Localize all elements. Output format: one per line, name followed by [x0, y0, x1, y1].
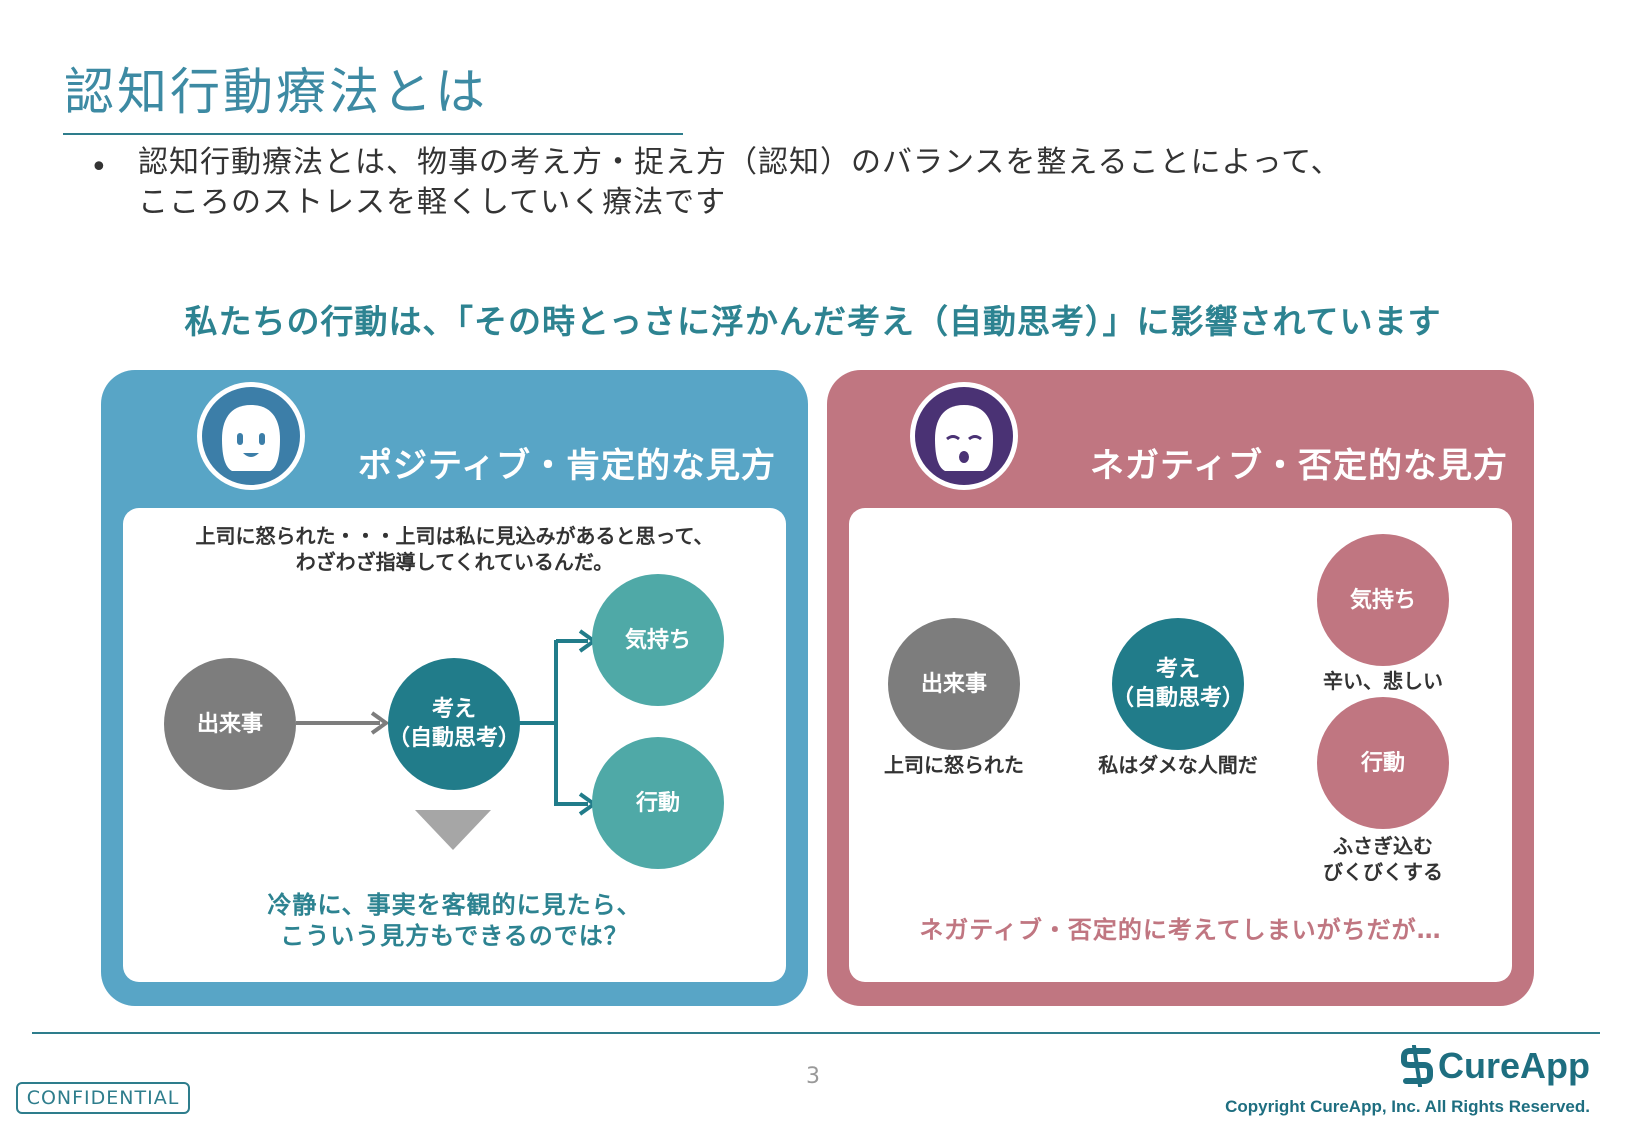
positive-thought-line-1: 考え — [431, 697, 476, 722]
footer-divider — [32, 1032, 1600, 1034]
positive-feeling-label: 気持ち — [624, 627, 691, 653]
bullet-line-2: こころのストレスを軽くしていく療法です — [138, 185, 727, 220]
positive-example-line-1: 上司に怒られた・・・上司は私に見込みがあると思って、 — [195, 524, 714, 548]
positive-example: 上司に怒られた・・・上司は私に見込みがあると思って、 わざわざ指導してくれている… — [123, 523, 786, 575]
negative-title: ネガティブ・否定的な見方 — [1090, 446, 1508, 486]
positive-thought-circle: 考え （自動思考） — [388, 658, 520, 790]
bullet-marker: • — [90, 150, 108, 185]
copyright-text: Copyright CureApp, Inc. All Rights Reser… — [1225, 1097, 1590, 1116]
negative-event-label: 出来事 — [920, 671, 987, 697]
company-logo: CureApp — [1400, 1045, 1590, 1087]
negative-feeling-label: 気持ち — [1349, 587, 1416, 613]
negative-action-caption: ふさぎ込む びくびくする — [1283, 833, 1483, 885]
positive-event-label: 出来事 — [196, 711, 263, 737]
negative-feeling-caption: 辛い、悲しい — [1323, 669, 1443, 693]
slide-title: 認知行動療法とは — [64, 63, 488, 121]
negative-action-caption-line-1: ふさぎ込む — [1333, 834, 1433, 858]
happy-face-icon — [197, 382, 305, 490]
headline: 私たちの行動は、「その時とっさに浮かんだ考え（自動思考）」に影響されています — [184, 302, 1442, 341]
positive-thought-line-2: （自動思考） — [388, 726, 521, 751]
positive-example-line-2: わざわざ指導してくれているんだ。 — [295, 550, 614, 574]
negative-thought-line-1: 考え — [1155, 657, 1200, 682]
negative-thought-caption: 私はダメな人間だ — [1098, 753, 1258, 777]
bullet-line-1: 認知行動療法とは、物事の考え方・捉え方（認知）のバランスを整えることによって、 — [138, 145, 1342, 180]
negative-feeling-circle: 気持ち — [1317, 534, 1449, 666]
bullet-text: 認知行動療法とは、物事の考え方・捉え方（認知）のバランスを整えることによって、 … — [138, 143, 1342, 223]
title-underline — [63, 133, 683, 135]
negative-conclusion: ネガティブ・否定的に考えてしまいがちだが… — [919, 916, 1442, 944]
negative-action-circle: 行動 — [1317, 697, 1449, 829]
positive-event-circle: 出来事 — [164, 658, 296, 790]
positive-feeling-circle: 気持ち — [592, 574, 724, 706]
negative-event-caption: 上司に怒られた — [884, 753, 1024, 777]
negative-event-circle: 出来事 — [888, 618, 1020, 750]
negative-action-label: 行動 — [1360, 750, 1405, 776]
negative-thought-circle: 考え （自動思考） — [1112, 618, 1244, 750]
sad-face-icon — [910, 382, 1018, 490]
page-number: 3 — [806, 1064, 820, 1089]
positive-conclusion: 冷静に、事実を客観的に見たら、 こういう見方もできるのでは？ — [123, 890, 786, 952]
positive-title: ポジティブ・肯定的な見方 — [358, 446, 776, 486]
negative-action-caption-line-2: びくびくする — [1323, 860, 1443, 884]
cureapp-logo-icon — [1401, 1045, 1433, 1087]
negative-thought-line-2: （自動思考） — [1112, 686, 1245, 711]
positive-action-label: 行動 — [635, 790, 680, 816]
positive-conclusion-line-1: 冷静に、事実を客観的に見たら、 — [267, 891, 642, 919]
positive-action-circle: 行動 — [592, 737, 724, 869]
logo-wordmark: CureApp — [1438, 1045, 1590, 1086]
positive-conclusion-line-2: こういう見方もできるのでは？ — [280, 922, 629, 950]
confidential-badge: CONFIDENTIAL — [16, 1082, 190, 1114]
